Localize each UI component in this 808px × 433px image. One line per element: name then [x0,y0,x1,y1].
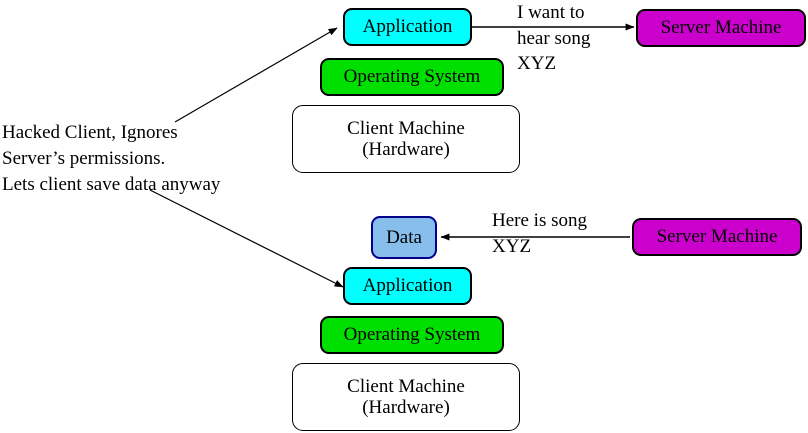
data-box[interactable]: Data [371,216,437,259]
top-application-label: Application [362,16,453,38]
top-server-machine-box[interactable]: Server Machine [636,9,806,47]
annotation-line-1: Hacked Client, Ignores [2,122,178,143]
top-client-machine-sublabel: (Hardware) [362,139,450,160]
top-application-box[interactable]: Application [343,8,472,46]
annotation-line-2: Server’s permissions. [2,148,166,170]
top-client-machine-box[interactable]: Client Machine (Hardware) [292,105,520,173]
annotation-caption: Hacked Client, Ignores Server’s permissi… [2,120,220,199]
request-line-2: hear song [517,27,591,49]
bottom-client-machine-sublabel: (Hardware) [362,397,450,418]
response-line-2: XYZ [492,235,532,257]
bottom-application-label: Application [362,275,453,297]
bottom-client-machine-label: Client Machine [347,375,465,397]
top-operating-system-box[interactable]: Operating System [320,58,504,96]
bottom-server-machine-label: Server Machine [656,226,778,248]
request-message-label: I want to hear song XYZ [517,0,590,77]
annotation-arrow-bottom [149,189,344,288]
top-server-machine-label: Server Machine [660,17,782,39]
top-operating-system-label: Operating System [343,66,481,88]
bottom-server-machine-box[interactable]: Server Machine [632,218,802,256]
bottom-application-box[interactable]: Application [343,267,472,305]
request-line-3: XYZ [517,53,557,75]
bottom-client-machine-box[interactable]: Client Machine (Hardware) [292,363,520,431]
bottom-operating-system-label: Operating System [343,324,481,346]
annotation-line-3: Lets client save data anyway [2,174,221,196]
request-line-1: I want to [517,2,585,23]
response-message-label: Here is song XYZ [492,208,587,259]
response-line-1: Here is song [492,210,587,231]
data-label: Data [386,226,422,248]
bottom-operating-system-box[interactable]: Operating System [320,316,504,354]
top-client-machine-label: Client Machine [347,117,465,139]
